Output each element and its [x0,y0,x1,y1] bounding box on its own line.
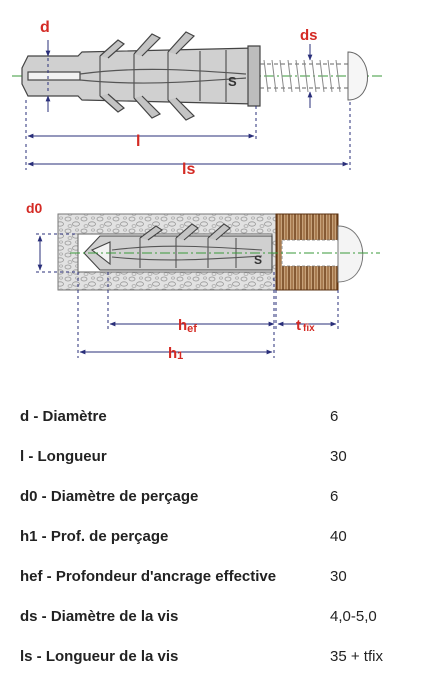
label-ls: ls [182,161,195,178]
spec-value: 4,0-5,0 [330,608,377,625]
label-ds: ds [300,27,318,44]
dowel-marking-bottom: S [254,253,262,267]
dim-l: l [25,100,257,150]
label-d0: d0 [26,200,43,216]
dim-d0: d0 [26,200,78,273]
spec-label: l - Longueur [20,448,107,465]
dim-hef: hef [107,272,277,335]
label-l: l [136,133,140,150]
spec-value: 40 [330,528,347,545]
spec-label: d - Diamètre [20,408,107,425]
dowel-technical-diagram: S d ds l [12,19,382,362]
screw-head-bottom [337,225,364,283]
spec-row-d: d - Diamètre 6 [0,398,423,438]
spec-row-h1: h1 - Prof. de perçage 40 [0,518,423,558]
spec-value: 30 [330,568,347,585]
dowel-marking-top: S [228,74,237,89]
spec-row-hef: hef - Profondeur d'ancrage effective 30 [0,558,423,598]
top-assembly: S d ds l [12,19,382,178]
dim-ls: ls [25,102,351,178]
spec-table: d - Diamètre 6 l - Longueur 30 d0 - Diam… [0,398,423,678]
spec-label: d0 - Diamètre de perçage [20,488,199,505]
spec-value: 30 [330,448,347,465]
label-h1: h1 [168,345,183,362]
dim-ds: ds [300,27,318,108]
spec-value: 6 [330,488,339,505]
spec-row-d0: d0 - Diamètre de perçage 6 [0,478,423,518]
dowel-body [21,31,261,121]
spec-value: 6 [330,408,339,425]
spec-row-ds: ds - Diamètre de la vis 4,0-5,0 [0,598,423,638]
dim-d: d [40,19,51,112]
spec-value: 35 + tfix [330,648,383,665]
spec-row-l: l - Longueur 30 [0,438,423,478]
spec-label: ds - Diamètre de la vis [20,608,179,625]
label-hef: hef [178,317,197,335]
spec-label: h1 - Prof. de perçage [20,528,169,545]
spec-label: ls - Longueur de la vis [20,648,179,665]
label-d: d [40,19,50,36]
screw [260,51,368,101]
spec-label: hef - Profondeur d'ancrage effective [20,568,277,585]
spec-row-ls: ls - Longueur de la vis 35 + tfix [0,638,423,678]
dim-h1: h1 [77,272,275,362]
